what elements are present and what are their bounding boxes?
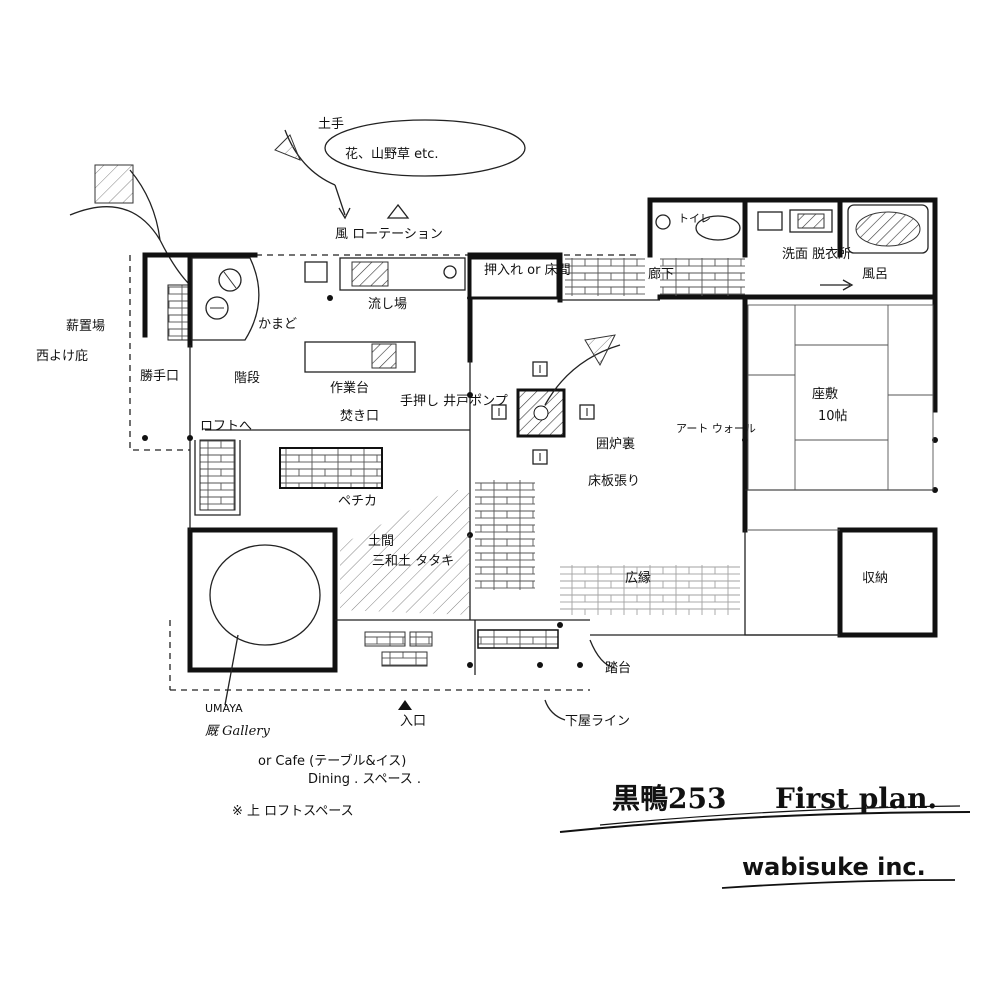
loft-note-label: ※ 上 ロフトスペース: [232, 804, 354, 819]
bath-label: 風呂: [862, 267, 888, 282]
loft-ladder: [199, 439, 236, 511]
irori-label: 囲炉裏: [596, 437, 635, 452]
columns: [142, 295, 938, 668]
brand-underline: [721, 879, 956, 889]
fire-opening-label: 焚き口: [340, 409, 379, 424]
counter-label: 作業台: [330, 380, 369, 396]
tataki-label: 三和土 タタキ: [372, 554, 454, 569]
entrance-label: 入口: [400, 714, 426, 729]
closet-label: 押入れ or 床間: [484, 263, 571, 278]
pechka-stove: [279, 447, 383, 489]
sink-counter: [304, 257, 466, 291]
firewood-stack: [167, 284, 191, 341]
step-label: 踏台: [605, 661, 631, 676]
storage-label: 収納: [862, 571, 888, 586]
wind-rotation-label: 風 ローテーション: [335, 227, 443, 242]
zashiki-label: 座敷: [812, 387, 838, 402]
bathtub: [847, 204, 929, 254]
board-floor-pattern: [475, 258, 745, 615]
art-wall-label: アート ウォール: [676, 422, 756, 435]
gallery-label-1: UMAYA: [205, 702, 243, 715]
pechka-label: ペチカ: [338, 494, 377, 509]
gallery-table: [209, 544, 321, 646]
stepping-stones: [364, 631, 433, 667]
kamado-label: かまど: [258, 317, 297, 332]
title-underline: [559, 811, 971, 833]
west-eave-label: 西よけ庇: [36, 349, 88, 364]
sink-label: 流し場: [368, 297, 407, 312]
kamado-stove: [191, 257, 260, 341]
irori-hearth: [491, 334, 621, 465]
gallery-label-2: 厩 Gallery: [205, 724, 270, 739]
brand-name: wabisuke inc.: [742, 853, 926, 881]
eave-line-west: [129, 255, 190, 451]
up-arrow-icon: [386, 203, 410, 219]
doma-label: 土間: [368, 534, 394, 549]
work-counter: [304, 341, 416, 373]
closet: [468, 256, 560, 300]
floor-line-label: 下屋ライン: [565, 714, 630, 729]
arrow-right-icon: [842, 279, 854, 291]
top-note-1: 土手: [318, 117, 344, 132]
loft-to-label: ロフトへ: [200, 419, 252, 434]
corridor-label: 廊下: [648, 266, 674, 282]
hiroen-label: 広縁: [625, 570, 651, 586]
top-note-2: 花、山野草 etc.: [345, 146, 439, 162]
gallery-label-3: or Cafe (テーブル&イス): [258, 753, 406, 769]
doma-hatch: [340, 490, 470, 615]
tatami-grid: [747, 304, 934, 531]
plan-subtitle: First plan.: [775, 782, 937, 815]
washroom-label: 洗面 脱衣所: [782, 246, 851, 262]
toilet-room: [655, 214, 741, 241]
walls: [142, 197, 938, 673]
gallery-label-4: Dining . スペース .: [308, 772, 421, 787]
tatami-count-label: 10帖: [818, 409, 848, 424]
hand-pump-label: 手押し 井戸ポンプ: [400, 394, 508, 409]
washbasin: [757, 209, 833, 233]
kitchen-door-label: 勝手口: [140, 369, 179, 384]
toilet-label: トイレ: [678, 212, 711, 225]
top-note-bubble: [274, 119, 526, 220]
ladder-label: 階段: [234, 371, 260, 386]
firewood-label: 薪置場: [66, 319, 105, 334]
board-floor-label: 床板張り: [588, 474, 640, 489]
tree-sketch: [69, 164, 191, 286]
plan-title: 黒鴨253: [612, 782, 726, 815]
entrance-arrow-icon: [398, 700, 412, 710]
step-stool: [477, 629, 559, 649]
